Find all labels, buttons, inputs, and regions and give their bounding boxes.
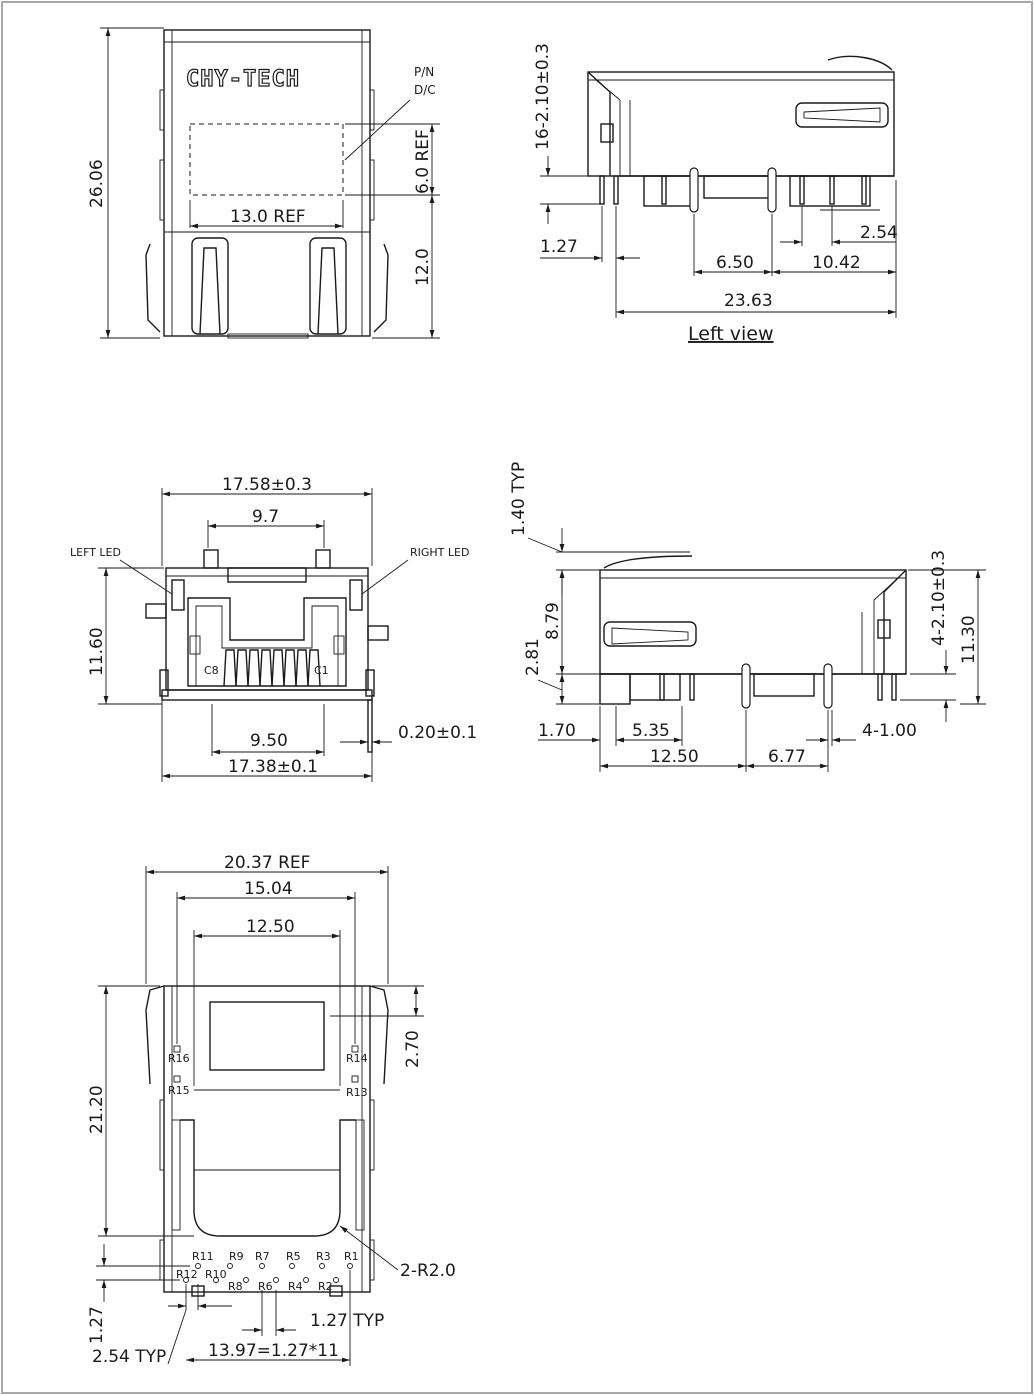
dim-left-pin-len: 16-2.10±0.3 [533, 43, 553, 150]
ref-r7: R7 [255, 1250, 270, 1263]
top-view: CHY-TECH P/N D/C 26.06 13.0 REF 6.0 REF … [87, 27, 440, 339]
right-led-window [349, 579, 363, 611]
dim-front-inner: 9.7 [252, 507, 279, 527]
pn-label: P/N [414, 65, 434, 79]
dim-top-width-ref: 13.0 REF [230, 207, 306, 227]
dim-top-tab: 12.0 [413, 248, 433, 286]
left-led-window [171, 579, 185, 611]
dim-right-h2: 2.81 [523, 638, 543, 676]
dim-right-e: 4-1.00 [862, 721, 917, 741]
dim-left-c: 2.54 [860, 223, 898, 243]
ref-r6: R6 [258, 1280, 273, 1293]
left-led-label: LEFT LED [70, 546, 121, 559]
dim-front-top-width: 17.58±0.3 [222, 475, 312, 495]
brand-logo: CHY-TECH [186, 67, 300, 92]
dim-right-typ: 1.40 TYP [509, 462, 529, 536]
ref-r11: R11 [192, 1250, 214, 1263]
contact-c1-label: C1 [314, 664, 329, 677]
ref-r9: R9 [229, 1250, 244, 1263]
dim-bottom-radius: 2-R2.0 [400, 1261, 456, 1281]
dim-right-a: 1.70 [538, 721, 576, 741]
dim-bottom-pitch-typ: 1.27 TYP [310, 1311, 384, 1331]
contact-pins [223, 649, 321, 687]
dim-bottom-ref: 20.37 REF [224, 853, 310, 873]
latch-slot-right [603, 621, 697, 647]
dim-top-label-ref: 6.0 REF [413, 129, 433, 194]
bottom-view: R16 R15 R14 R13 R11 R9 R7 R5 R3 R1 R12 R… [87, 853, 456, 1367]
dim-bottom-w1: 15.04 [244, 879, 293, 899]
ref-r5: R5 [286, 1250, 301, 1263]
dim-right-b: 5.35 [632, 721, 670, 741]
front-view: C8 C1 LEFT LED RIGHT LED 17.58±0.3 9.7 1… [70, 475, 477, 782]
dim-right-c: 12.50 [650, 747, 699, 767]
ref-r2: R2 [318, 1280, 333, 1293]
right-view: 1.40 TYP 8.79 2.81 4-2.10±0.3 11.30 1.70… [509, 462, 986, 772]
dc-label: D/C [414, 83, 436, 97]
dim-bottom-w2: 12.50 [246, 917, 295, 937]
right-led-label: RIGHT LED [410, 546, 469, 559]
left-view: 16-2.10±0.3 1.27 6.50 10.42 2.54 23.63 L… [533, 43, 898, 345]
dim-right-d: 6.77 [768, 747, 806, 767]
dim-front-thick: 0.20±0.1 [398, 723, 477, 743]
dim-left-a: 6.50 [716, 253, 754, 273]
dim-left-b: 10.42 [812, 253, 861, 273]
dim-left-pitch: 1.27 [540, 237, 578, 257]
dim-right-pin-len: 4-2.10±0.3 [929, 550, 949, 646]
ref-r8: R8 [228, 1280, 243, 1293]
dim-bottom-span: 13.97=1.27*11 [208, 1341, 339, 1361]
dim-left-total: 23.63 [724, 291, 773, 311]
contact-c8-label: C8 [204, 664, 219, 677]
latch-slot [795, 102, 889, 128]
ref-r4: R4 [288, 1280, 303, 1293]
ref-r10: R10 [205, 1268, 227, 1281]
dim-front-pins: 9.50 [250, 731, 288, 751]
ref-r15: R15 [168, 1084, 190, 1097]
ref-r12: R12 [176, 1268, 198, 1281]
dim-bottom-left: 1.27 [87, 1306, 107, 1344]
ref-r13: R13 [346, 1086, 368, 1099]
dim-front-bottom-width: 17.38±0.1 [228, 757, 318, 777]
dim-bottom-side: 2.70 [403, 1030, 423, 1068]
dim-bottom-len: 21.20 [87, 1085, 107, 1134]
dim-right-height: 11.30 [959, 615, 979, 664]
dim-right-h1: 8.79 [543, 602, 563, 640]
dim-bottom-typ: 2.54 TYP [92, 1347, 166, 1367]
left-view-title: Left view [688, 323, 774, 345]
ref-r1: R1 [344, 1250, 359, 1263]
dim-top-height: 26.06 [87, 159, 107, 208]
dim-front-height: 11.60 [87, 627, 107, 676]
ref-r16: R16 [168, 1052, 190, 1065]
ref-r14: R14 [346, 1052, 368, 1065]
ref-r3: R3 [316, 1250, 331, 1263]
label-area [189, 123, 344, 196]
